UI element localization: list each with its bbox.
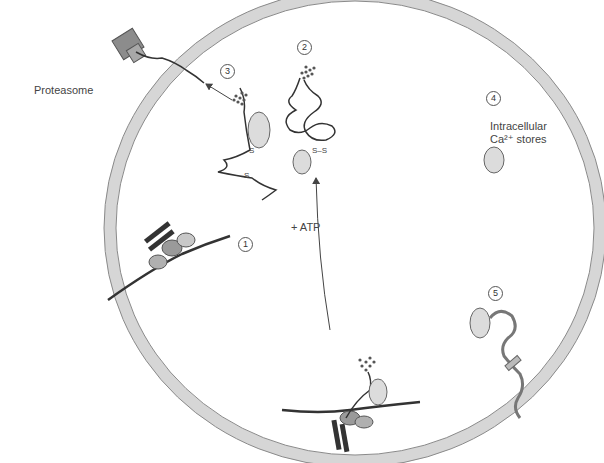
translocon-ribosome (282, 356, 420, 452)
callout-circle: 3 (220, 64, 235, 79)
note-label: Intracellular Ca²⁺ stores (490, 120, 564, 146)
translocon-ribosome (108, 221, 230, 300)
callout-circle: 5 (488, 286, 503, 301)
misfolded-protein (218, 88, 276, 200)
release-arrow (316, 178, 330, 330)
membrane-inner-edge (116, 1, 594, 455)
callout-number: 3 (225, 67, 230, 76)
proteasome-symbol (112, 28, 204, 83)
membrane-chaperone (470, 308, 523, 418)
callout-circle: 2 (297, 40, 312, 55)
callout-number: 5 (493, 289, 498, 298)
bond-label: S (244, 171, 254, 181)
part-label: Proteasome (34, 84, 114, 97)
folded-protein (286, 65, 335, 174)
callout-number: 4 (491, 94, 496, 103)
callout-circle: 4 (486, 91, 501, 106)
bond-label: S (249, 146, 259, 156)
note-label: + ATP (291, 221, 341, 234)
callout-circle: 1 (238, 237, 253, 252)
chaperone (484, 147, 504, 173)
callout-number: 2 (302, 43, 307, 52)
export-arrow (206, 84, 232, 100)
bond-label: S–S (312, 146, 336, 156)
membrane-outer-edge (104, 0, 604, 463)
er-membrane (110, 0, 600, 461)
callout-number: 1 (243, 240, 248, 249)
